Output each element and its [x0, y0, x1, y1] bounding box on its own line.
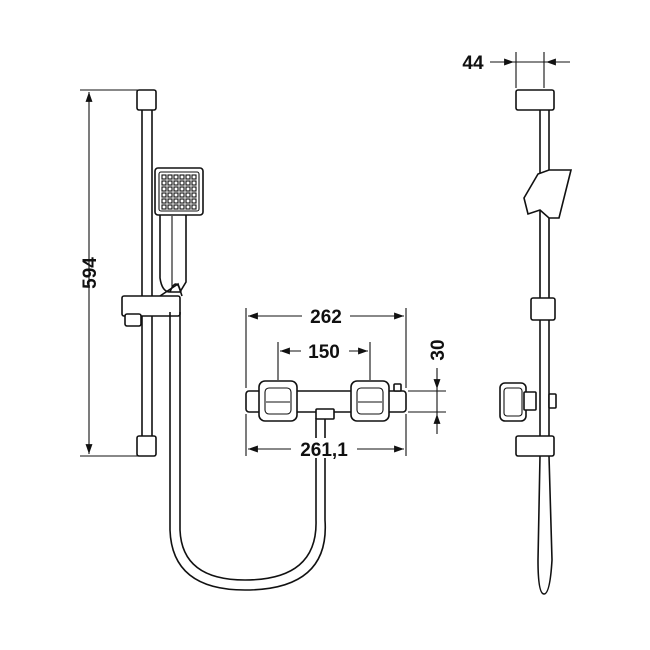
side-view	[499, 89, 573, 595]
nozzle	[161, 180, 167, 186]
nozzle	[173, 180, 179, 186]
dimension-rail-depth: 44	[462, 52, 570, 88]
rail-top-bracket	[136, 89, 157, 111]
nozzle	[167, 186, 173, 192]
nozzle	[167, 174, 173, 180]
nozzle	[161, 198, 167, 204]
nozzle	[191, 204, 197, 210]
nozzle	[179, 204, 185, 210]
side-top-bracket	[515, 89, 555, 111]
dim-44-label: 44	[462, 53, 484, 74]
safety-button	[393, 383, 402, 392]
nozzle	[185, 204, 191, 210]
dim-594-label: 594	[80, 257, 101, 289]
nozzle	[185, 192, 191, 198]
dim-261-label: 261,1	[300, 440, 348, 461]
nozzle	[167, 180, 173, 186]
side-slider	[530, 297, 556, 321]
nozzle	[173, 192, 179, 198]
nozzle	[179, 198, 185, 204]
nozzle	[185, 186, 191, 192]
dim-30-label: 30	[428, 339, 449, 360]
shower-hose	[169, 312, 327, 591]
left-control-handle	[258, 380, 298, 422]
nozzle	[173, 174, 179, 180]
nozzle	[179, 180, 185, 186]
dim-150-label: 150	[308, 342, 340, 363]
nozzle	[179, 186, 185, 192]
nozzle	[191, 198, 197, 204]
nozzle	[185, 174, 191, 180]
rail-bottom-bracket	[136, 435, 157, 457]
side-handset	[523, 169, 573, 219]
nozzle	[191, 180, 197, 186]
front-rail-view	[121, 89, 327, 591]
nozzle	[185, 180, 191, 186]
side-bottom-bracket	[515, 435, 555, 457]
nozzle	[173, 198, 179, 204]
nozzle	[167, 192, 173, 198]
nozzle	[191, 186, 197, 192]
nozzle	[179, 174, 185, 180]
dimension-valve-overall: 261,1	[245, 414, 407, 461]
dimension-overall-height: 594	[80, 89, 140, 457]
nozzle	[161, 192, 167, 198]
dimension-valve-height: 30	[408, 339, 449, 434]
side-hose	[537, 455, 553, 595]
bar-valve-front	[245, 380, 407, 422]
dimension-valve-centres: 150	[277, 340, 371, 380]
nozzle	[167, 198, 173, 204]
handset-head	[154, 167, 204, 216]
slider-holder	[121, 282, 183, 327]
nozzle	[161, 204, 167, 210]
handset-handle	[159, 215, 187, 293]
nozzle	[161, 186, 167, 192]
nozzle	[185, 198, 191, 204]
nozzle	[179, 192, 185, 198]
nozzle	[161, 174, 167, 180]
nozzle	[191, 192, 197, 198]
valve-outlet	[315, 408, 335, 420]
nozzle	[173, 204, 179, 210]
nozzle	[167, 204, 173, 210]
dimension-valve-width: 262	[245, 305, 407, 388]
dim-262-label: 262	[310, 307, 342, 328]
nozzle	[173, 186, 179, 192]
right-control-handle	[350, 380, 390, 422]
nozzle	[191, 174, 197, 180]
